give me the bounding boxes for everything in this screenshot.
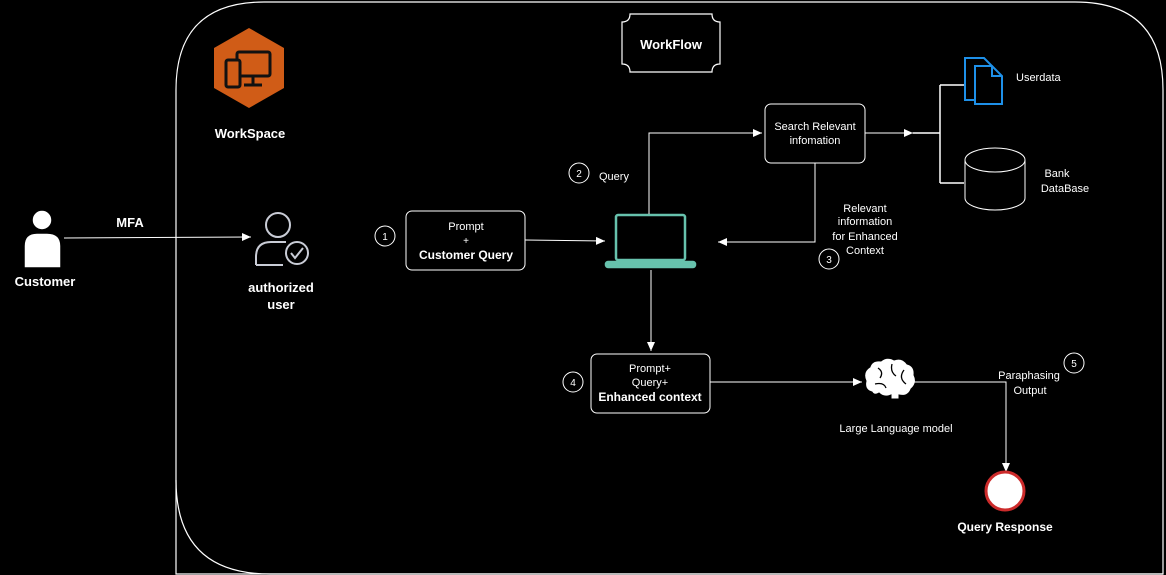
svg-text:Search Relevant: Search Relevant (774, 121, 855, 133)
workspace-container (175, 1, 1164, 575)
mfa-arrow (63, 233, 252, 242)
workflow-title: WorkFlow (640, 37, 703, 52)
userdata-label: Userdata (1016, 72, 1062, 84)
step-5-badge: 5 (1063, 352, 1085, 374)
step-2-badge: 2 (568, 162, 590, 184)
customer-label: Customer (15, 274, 76, 289)
workflow-title-plaque: WorkFlow (621, 13, 721, 73)
workspace-label: WorkSpace (215, 126, 286, 141)
workspace-desktop-tablet-icon (214, 28, 284, 108)
laptop-to-search-arrow (648, 129, 762, 214)
svg-text:infomation: infomation (790, 135, 841, 147)
svg-text:information: information (838, 216, 892, 228)
paraphasing-label-line1: Paraphasing (998, 370, 1060, 382)
relevant-information-label: Relevant information for Enhanced Contex… (832, 203, 897, 257)
authorized-user-check-icon (255, 212, 309, 266)
database-cylinder-icon (964, 147, 1026, 211)
mfa-label: MFA (116, 215, 144, 230)
svg-text:+: + (463, 236, 469, 247)
bank-db-label-line2: DataBase (1041, 183, 1089, 195)
end-event-circle-icon (984, 470, 1026, 512)
svg-text:Query+: Query+ (632, 377, 668, 389)
data-sources-bracket (913, 84, 964, 184)
step-4-badge: 4 (562, 371, 584, 393)
svg-text:Relevant: Relevant (843, 203, 886, 215)
svg-text:Enhanced context: Enhanced context (598, 390, 701, 404)
svg-text:1: 1 (382, 232, 388, 243)
svg-text:3: 3 (826, 255, 832, 266)
search-relevant-box: Search Relevant infomation (764, 103, 866, 164)
search-to-laptop-arrow (718, 163, 816, 246)
svg-text:2: 2 (576, 169, 582, 180)
paraphasing-label-line2: Output (1013, 385, 1046, 397)
authorized-user-label-line2: user (267, 297, 294, 312)
brain-icon (864, 357, 916, 400)
svg-text:for Enhanced: for Enhanced (832, 231, 897, 243)
documents-icon (964, 57, 1003, 105)
step-3-badge: 3 (818, 248, 840, 270)
workspace-container-bottom (175, 479, 1163, 575)
authorized-user-label-line1: authorized (248, 280, 314, 295)
step-1-badge: 1 (374, 225, 396, 247)
svg-text:5: 5 (1071, 359, 1077, 370)
prompt-to-laptop-arrow (524, 236, 606, 245)
svg-text:4: 4 (570, 378, 576, 389)
customer-user-silhouette-icon (23, 209, 62, 269)
enhanced-context-box: Prompt+ Query+ Enhanced context (590, 353, 711, 414)
svg-text:Customer Query: Customer Query (419, 248, 513, 262)
llm-label: Large Language model (839, 423, 952, 435)
llm-to-response-arrow (914, 381, 1010, 472)
bank-db-label-line1: Bank (1044, 168, 1070, 180)
query-label: Query (599, 171, 629, 183)
svg-text:Prompt: Prompt (448, 221, 483, 233)
query-response-label: Query Response (957, 520, 1053, 534)
svg-text:Prompt+: Prompt+ (629, 363, 671, 375)
svg-text:Context: Context (846, 245, 884, 257)
laptop-icon (604, 213, 697, 269)
prompt-customer-query-box: Prompt + Customer Query (405, 210, 526, 271)
